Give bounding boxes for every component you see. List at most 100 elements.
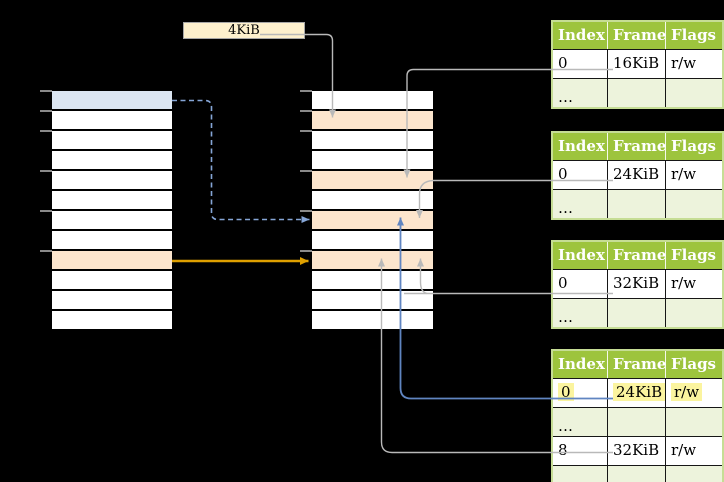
memory-row [52, 171, 172, 191]
memory-row [52, 311, 172, 331]
page-table-cell: … [553, 408, 608, 436]
page-table-header-cell: Index [553, 22, 608, 49]
memory-row [52, 151, 172, 171]
page-table-header-cell: Index [553, 133, 608, 160]
tick-mark [40, 90, 52, 92]
page-table-header-cell: Flags [671, 246, 716, 264]
page-table-header-cell: Flags [671, 137, 716, 155]
page-table-header-cell: Index [553, 351, 608, 378]
tick-mark [300, 110, 312, 112]
page-table-cell [608, 466, 666, 482]
page-table-cell: r/w [671, 54, 697, 72]
page-table-cell: 32KiB [608, 437, 666, 465]
highlighted-value: 24KiB [613, 383, 665, 401]
memory-row [312, 291, 433, 311]
page-table-cell: … [553, 79, 608, 107]
memory-row [52, 211, 172, 231]
tick-mark [40, 110, 52, 112]
page-table-cell [608, 79, 666, 107]
page-table-header-cell: Frame [608, 22, 666, 49]
page-table-row: 0 24KiB r/w [553, 378, 722, 407]
memory-row [52, 131, 172, 151]
page-table-cell [666, 408, 718, 436]
highlighted-value: 0 [558, 383, 574, 401]
page-table-cell: 8 [553, 437, 608, 465]
page-table-row: … [553, 298, 722, 327]
memory-row [312, 171, 433, 191]
page-table-cell: 0 [553, 161, 608, 189]
memory-row [312, 111, 433, 131]
memory-row [312, 211, 433, 231]
page-table-header-cell: Frame [608, 351, 666, 378]
page-table-cell: … [553, 190, 608, 218]
highlighted-value: r/w [671, 383, 703, 401]
page-table-cell: … [553, 466, 608, 482]
tick-mark [300, 170, 312, 172]
memory-row [52, 231, 172, 251]
page-table-cell [608, 408, 666, 436]
tick-mark [40, 170, 52, 172]
page-table-header-cell: Flags [671, 355, 716, 373]
memory-row [312, 251, 433, 271]
page-table-cell [666, 299, 718, 327]
page-table-cell: r/w [671, 441, 697, 459]
arrow-virtual-page1-to-frame7 [172, 99, 310, 223]
memory-row [52, 111, 172, 131]
page-table-header-cell: Flags [671, 26, 716, 44]
page-table-row: … [553, 465, 722, 482]
page-table-cell: 32KiB [608, 270, 666, 298]
memory-row [312, 311, 433, 331]
memory-row [52, 251, 172, 271]
tick-mark [40, 130, 52, 132]
page-table-cell: r/w [671, 274, 697, 292]
physical-memory-column [312, 91, 433, 331]
memory-row [52, 91, 172, 111]
page-table-cell: 0 [553, 50, 608, 78]
memory-row [312, 151, 433, 171]
memory-row [312, 271, 433, 291]
memory-row [312, 91, 433, 111]
memory-row [312, 231, 433, 251]
page-table-cell: 24KiB [608, 161, 666, 189]
tick-mark [300, 210, 312, 212]
tick-mark [300, 250, 312, 252]
tick-mark [40, 250, 52, 252]
page-table-cell [666, 190, 718, 218]
page-table-cell: 0 [553, 270, 608, 298]
page-table-row: … [553, 189, 722, 218]
page-table-cell: r/w [666, 379, 718, 407]
page-size-label: 4KiB [183, 22, 305, 39]
memory-row [52, 271, 172, 291]
memory-row [52, 291, 172, 311]
page-table-cell [666, 79, 718, 107]
page-table-row: … [553, 78, 722, 107]
page-table-cell [666, 466, 718, 482]
tick-mark [300, 90, 312, 92]
page-table-cell: 16KiB [608, 50, 666, 78]
page-table-cell: r/w [671, 165, 697, 183]
virtual-memory-column [52, 91, 172, 331]
page-table-cell: 24KiB [608, 379, 666, 407]
page-table-cell [608, 190, 666, 218]
memory-row [52, 191, 172, 211]
tick-mark [300, 130, 312, 132]
page-table-header-cell: Index [553, 242, 608, 269]
page-table-header-cell: Frame [608, 242, 666, 269]
memory-row [312, 131, 433, 151]
tick-mark [40, 210, 52, 212]
page-table-header-cell: Frame [608, 133, 666, 160]
page-table-row: … [553, 407, 722, 436]
